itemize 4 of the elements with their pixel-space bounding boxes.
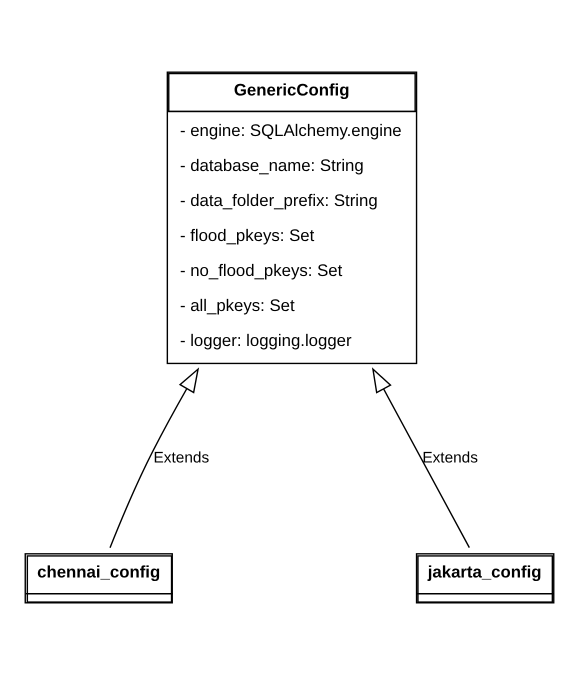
- edge-label: Extends: [422, 449, 478, 466]
- arrow: [372, 366, 470, 548]
- arrow: [109, 366, 200, 548]
- edge-label: Extends: [154, 449, 210, 466]
